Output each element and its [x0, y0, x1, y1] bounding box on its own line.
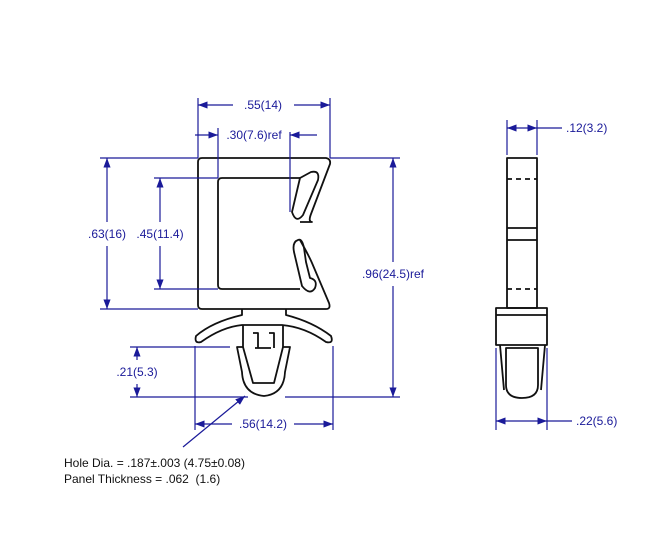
hole-dia-note: Hole Dia. = .187±.003 (4.75±0.08) — [64, 456, 245, 470]
dim-side-thickness: .12(3.2) — [566, 121, 607, 135]
dimension-lines — [100, 98, 572, 448]
dim-inner-opening: .30(7.6)ref — [226, 128, 282, 142]
dim-overall-width: .55(14) — [244, 98, 282, 112]
front-view — [194, 157, 333, 397]
dim-clip-height: .21(5.3) — [116, 365, 157, 379]
side-view — [495, 157, 548, 399]
dim-wing-span: .56(14.2) — [239, 417, 287, 431]
dim-side-base-width: .22(5.6) — [576, 414, 617, 428]
panel-thickness-note: Panel Thickness = .062 (1.6) — [64, 472, 221, 486]
dim-inner-height: .45(11.4) — [136, 227, 183, 241]
dim-overall-height: .96(24.5)ref — [362, 267, 425, 281]
dim-outer-height: .63(16) — [88, 227, 126, 241]
